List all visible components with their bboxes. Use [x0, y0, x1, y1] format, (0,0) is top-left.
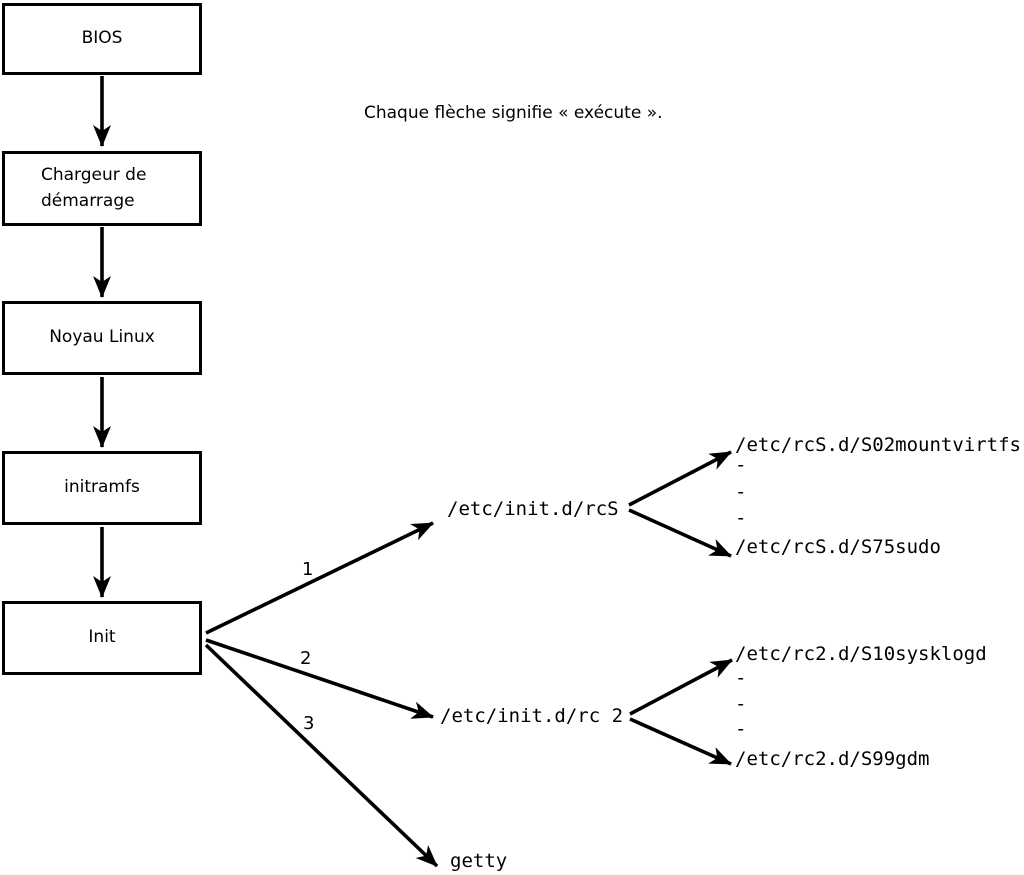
node-init-label: Init	[88, 627, 116, 648]
node-kernel: Noyau Linux	[2, 301, 202, 375]
arrow-rcs-to-s02mountvirtfs	[628, 450, 732, 507]
node-initramfs: initramfs	[2, 451, 202, 525]
node-bootloader-label: Chargeur de démarrage	[41, 165, 147, 211]
arrow-number-2: 2	[300, 648, 312, 669]
node-initramfs-label: initramfs	[64, 477, 140, 498]
ellipsis-dash: -	[735, 454, 747, 476]
ellipsis-dash: -	[735, 693, 747, 715]
label-rcs: /etc/init.d/rcS	[447, 498, 619, 520]
label-rc2-child-last: /etc/rc2.d/S99gdm	[735, 748, 930, 770]
label-rc2-child-first: /etc/rc2.d/S10sysklogd	[735, 643, 987, 665]
node-bios: BIOS	[2, 3, 202, 75]
arrow-rcs-to-s75sudo	[628, 508, 732, 558]
node-init: Init	[2, 601, 202, 675]
label-rcs-child-last: /etc/rcS.d/S75sudo	[735, 536, 941, 558]
node-bootloader: Chargeur de démarrage	[2, 151, 202, 226]
arrow-rc2-to-s99gdm	[629, 717, 732, 766]
label-getty: getty	[450, 850, 508, 872]
label-rcs-child-first: /etc/rcS.d/S02mountvirtfs	[735, 434, 1021, 456]
arrow-rc2-to-s10sysklogd	[629, 658, 733, 716]
ellipsis-dash: -	[735, 507, 747, 529]
ellipsis-dash: -	[735, 667, 747, 689]
node-kernel-label: Noyau Linux	[49, 327, 155, 348]
node-bios-label: BIOS	[81, 28, 123, 49]
label-rc2: /etc/init.d/rc 2	[440, 705, 624, 727]
ellipsis-dash: -	[735, 718, 747, 740]
arrow-number-3: 3	[303, 713, 315, 734]
ellipsis-dash: -	[735, 481, 747, 503]
arrow-number-1: 1	[302, 559, 314, 580]
arrow-init-to-getty	[204, 643, 439, 868]
arrow-init-to-rcs	[205, 521, 434, 635]
arrow-init-to-rc2	[205, 638, 434, 719]
legend-note: Chaque flèche signifie « exécute ».	[364, 103, 663, 123]
